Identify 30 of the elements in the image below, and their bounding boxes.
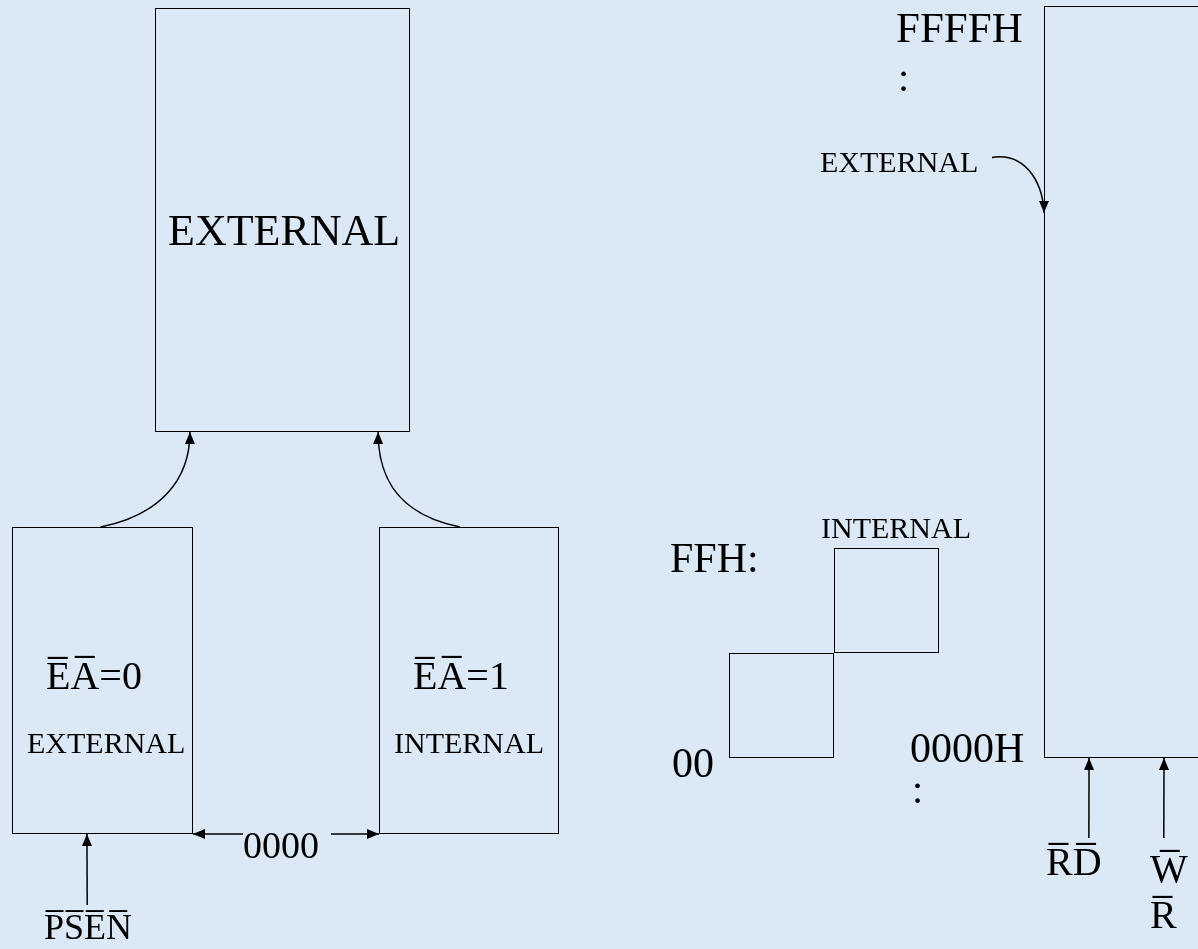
curved-arrow: [373, 431, 461, 528]
arrow: [1084, 757, 1094, 839]
memory-block: [1044, 6, 1198, 758]
signal-label: P̅S̅E̅N̅: [44, 905, 140, 947]
curved-arrow: [99, 431, 195, 528]
block-label: EXTERNAL: [168, 209, 401, 253]
arrow: [330, 829, 380, 839]
address-label: FFFFH: [896, 6, 1023, 49]
arrow: [1159, 757, 1169, 839]
address-label: 00: [672, 742, 714, 784]
memory-block: [379, 527, 559, 834]
block-label: EXTERNAL: [27, 728, 186, 758]
arrow: [192, 829, 244, 839]
arrow: [82, 833, 92, 906]
signal-label: R̅D̅: [1046, 838, 1110, 888]
address-label: :: [898, 58, 910, 98]
block-heading: INTERNAL: [821, 513, 971, 543]
signal-label: 0000: [243, 822, 331, 862]
memory-block: [155, 8, 410, 432]
address-label: 0000H: [910, 727, 1025, 769]
memory-block: [729, 653, 834, 758]
address-label: FFH:: [670, 537, 759, 579]
block-label: E̅A̅=1: [413, 656, 509, 696]
block-label: INTERNAL: [394, 728, 544, 758]
signal-label: EXTERNAL: [820, 143, 992, 175]
memory-block: [12, 527, 193, 834]
address-label: :: [912, 770, 924, 810]
signal-label: W̅R̅: [1150, 838, 1196, 938]
block-label: E̅A̅=0: [46, 656, 142, 696]
curved-arrow: [991, 156, 1049, 214]
